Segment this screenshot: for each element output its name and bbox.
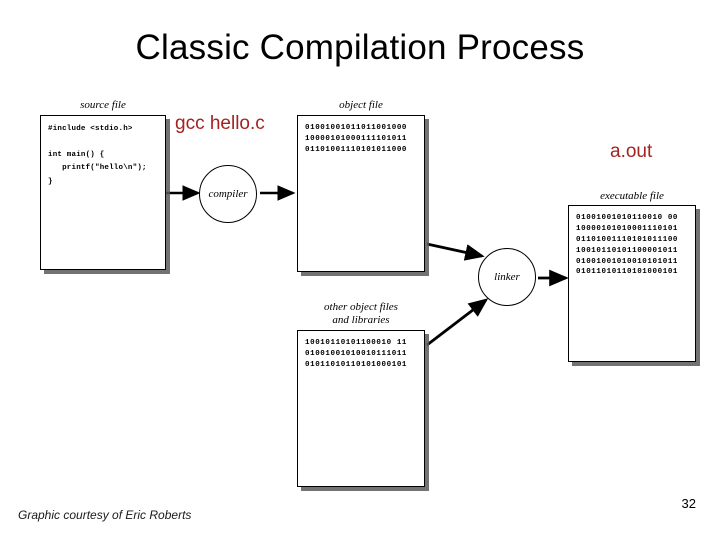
page-number: 32 xyxy=(681,496,696,511)
source-code-text: #include <stdio.h> int main() { printf("… xyxy=(48,125,147,186)
object-file-box: 01001001011011001000 1000010100011110101… xyxy=(297,115,425,272)
executable-file-caption: executable file xyxy=(600,190,664,202)
page-title: Classic Compilation Process xyxy=(135,28,585,67)
compiler-label: compiler xyxy=(208,188,248,200)
executable-file-content: 01001001010110010 00 1000010101000111010… xyxy=(569,206,695,278)
source-file-caption: source file xyxy=(80,99,126,111)
executable-file-box: 01001001010110010 00 1000010101000111010… xyxy=(568,205,696,362)
arrow-libraries-to-linker xyxy=(426,298,489,347)
object-file-bits: 01001001011011001000 1000010100011110101… xyxy=(305,124,408,154)
arrow-object-to-linker xyxy=(426,242,485,261)
linker-node: linker xyxy=(478,248,536,306)
other-objects-caption-line2: and libraries xyxy=(332,313,390,326)
aout-output-label: a.out xyxy=(610,141,653,162)
other-objects-content: 10010110101100010 11 0100100101001011101… xyxy=(298,331,424,371)
gcc-command-label: gcc hello.c xyxy=(175,113,265,134)
executable-file-bits: 01001001010110010 00 1000010101000111010… xyxy=(576,214,679,277)
object-file-caption: object file xyxy=(339,99,383,111)
linker-label: linker xyxy=(494,271,520,283)
source-file-box: #include <stdio.h> int main() { printf("… xyxy=(40,115,166,270)
other-objects-box: 10010110101100010 11 0100100101001011101… xyxy=(297,330,425,487)
credit-text: Graphic courtesy of Eric Roberts xyxy=(18,508,192,522)
compiler-node: compiler xyxy=(199,165,257,223)
other-objects-caption-line1: other object files xyxy=(324,301,398,313)
object-file-content: 01001001011011001000 1000010100011110101… xyxy=(298,116,424,156)
source-file-content: #include <stdio.h> int main() { printf("… xyxy=(41,116,165,189)
other-objects-caption: other object files and libraries xyxy=(297,301,425,326)
other-objects-bits: 10010110101100010 11 0100100101001011101… xyxy=(305,339,408,369)
